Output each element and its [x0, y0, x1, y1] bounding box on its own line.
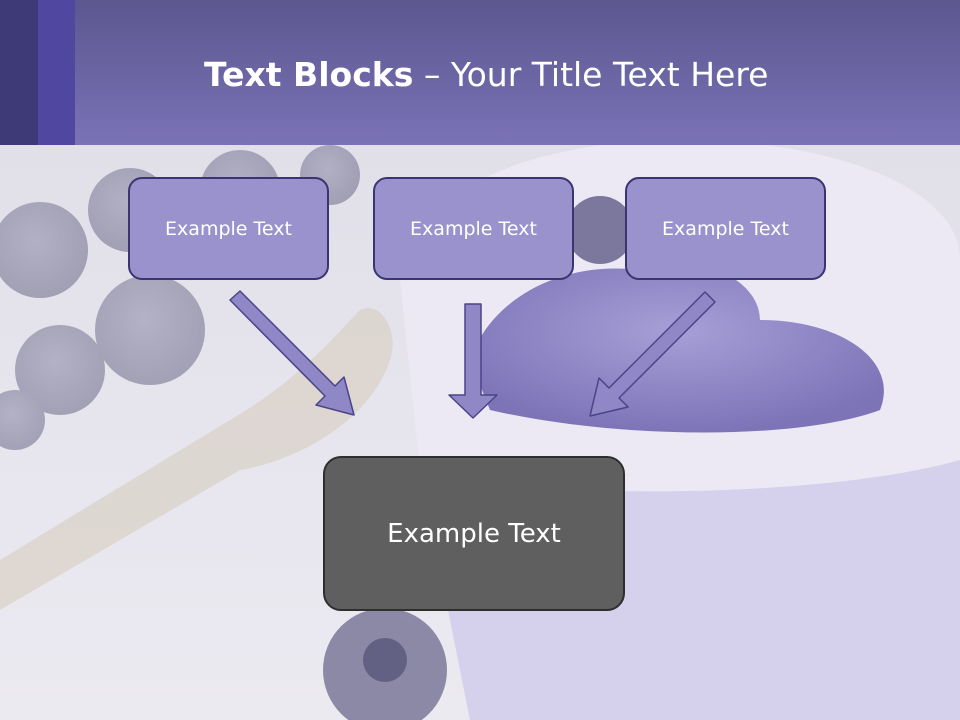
frozen-yogurt: [470, 263, 884, 433]
header-accent-stripe: [38, 0, 75, 145]
text-block-3[interactable]: Example Text: [625, 177, 826, 280]
text-block-1[interactable]: Example Text: [128, 177, 329, 280]
main-text-block[interactable]: Example Text: [323, 456, 625, 611]
arrow-down[interactable]: [448, 303, 498, 419]
title-bold-part: Text Blocks: [204, 55, 414, 94]
header-accent-stripe: [0, 0, 38, 145]
main-text-block-label: Example Text: [387, 518, 561, 549]
slide-title[interactable]: Text Blocks – Your Title Text Here: [204, 52, 768, 98]
text-block-label: Example Text: [410, 217, 537, 240]
text-block-label: Example Text: [662, 217, 789, 240]
arrow-down-right[interactable]: [229, 290, 355, 416]
arrow-down-left[interactable]: [589, 291, 716, 417]
title-regular-part: – Your Title Text Here: [413, 55, 769, 94]
text-block-2[interactable]: Example Text: [373, 177, 574, 280]
header-bar: [0, 0, 960, 145]
spoon: [0, 308, 393, 610]
text-block-label: Example Text: [165, 217, 292, 240]
